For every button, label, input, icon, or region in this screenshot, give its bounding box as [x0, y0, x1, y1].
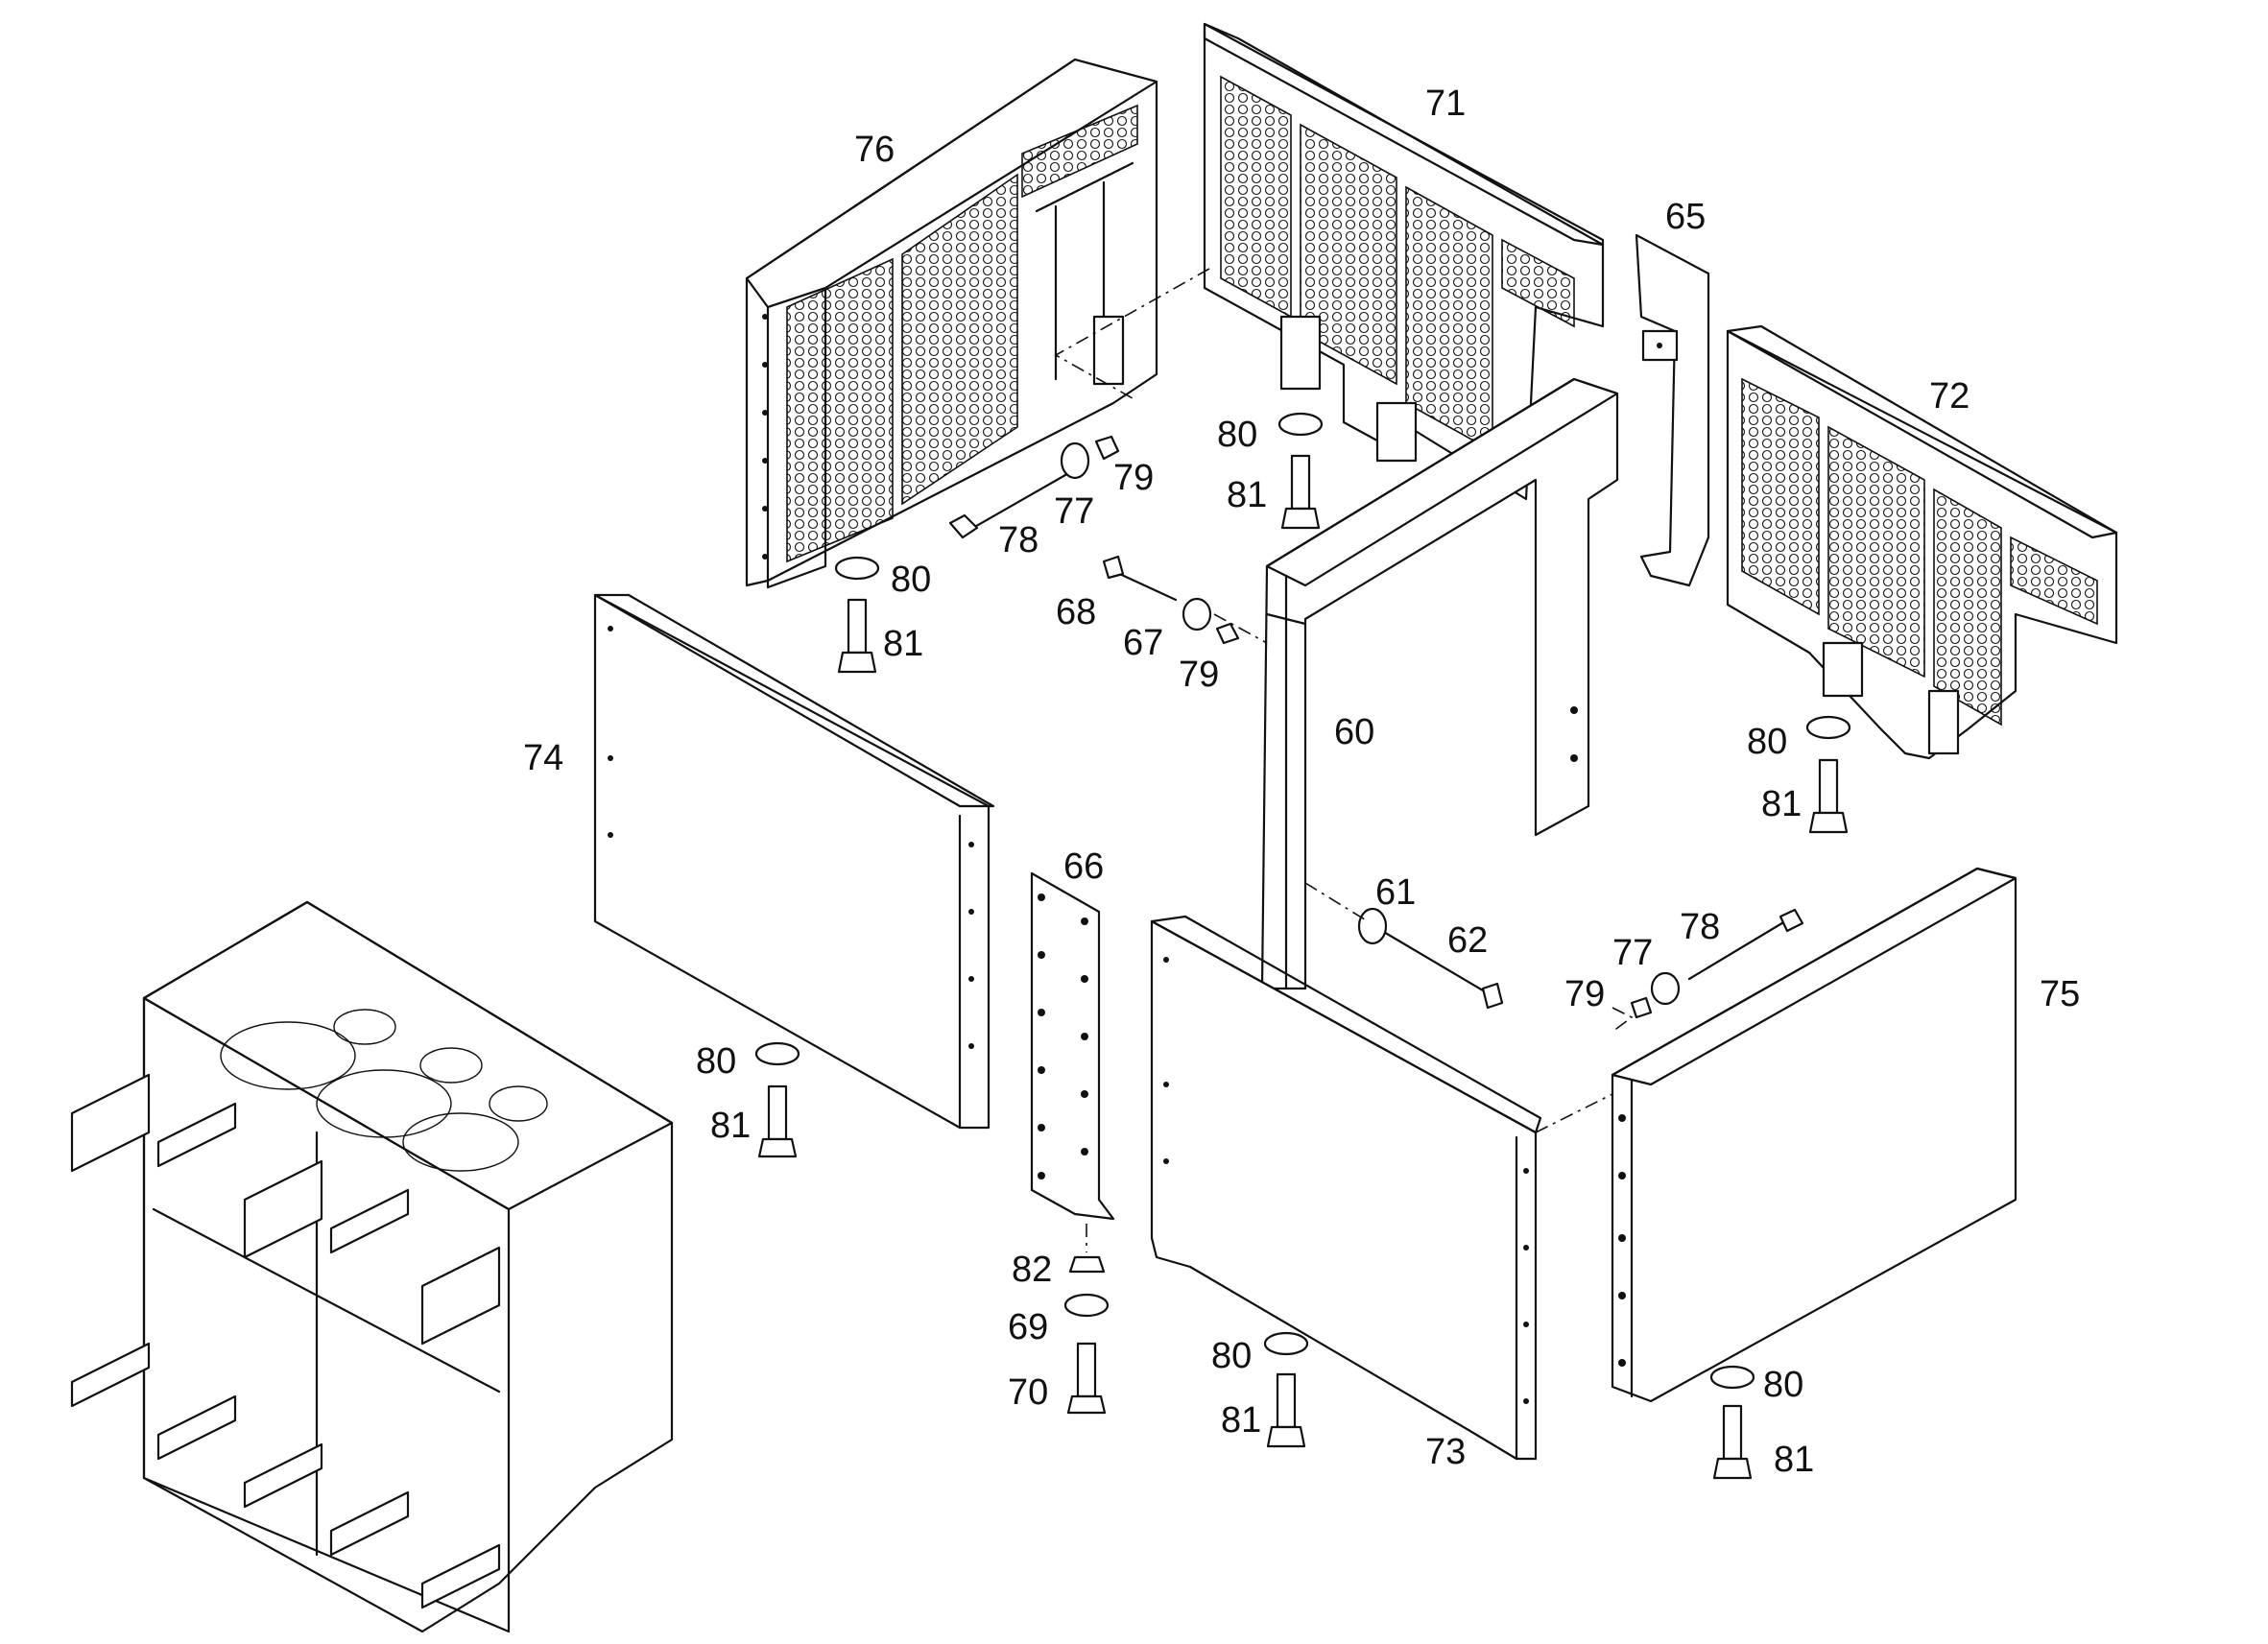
callout-78: 78: [1680, 907, 1720, 947]
callout-81: 81: [1227, 475, 1267, 515]
washer-bolt-stack-1: [834, 556, 880, 674]
washer-bolt-stack-5: [1263, 1331, 1309, 1448]
callout-71: 71: [1425, 83, 1466, 124]
callout-80: 80: [1763, 1365, 1803, 1405]
callout-80: 80: [1217, 415, 1257, 455]
callout-67: 67: [1123, 623, 1163, 663]
washer-bolt-stack-2: [1277, 412, 1324, 530]
part-76-perforated-frame: [745, 58, 1158, 589]
part-75-side-panel: [1611, 867, 2017, 1403]
callout-82: 82: [1012, 1250, 1052, 1290]
callout-79: 79: [1564, 974, 1605, 1014]
washer-bolt-stack-6: [1709, 1365, 1755, 1480]
part-65-bracket-plate: [1635, 233, 1710, 587]
callout-80: 80: [1211, 1336, 1252, 1376]
part-74-side-panel: [593, 593, 995, 1130]
callout-77: 77: [1054, 491, 1094, 532]
callout-labels: 76 71 65 72 80 81 79 77 78 80 81 68 67 7…: [523, 83, 2080, 1480]
part-71-perforated-frame: [1203, 22, 1605, 501]
callout-60: 60: [1334, 712, 1374, 752]
part-73-front-panel: [1150, 915, 1542, 1461]
callout-72: 72: [1929, 376, 1970, 417]
callout-75: 75: [2040, 974, 2080, 1014]
callout-81: 81: [883, 624, 923, 664]
callout-73: 73: [1425, 1432, 1466, 1472]
callout-65: 65: [1665, 197, 1706, 237]
part-60-main-frame: [1260, 377, 1619, 990]
callout-80: 80: [1747, 722, 1787, 762]
callout-81: 81: [1221, 1400, 1261, 1441]
alignment-lines: [1054, 268, 1634, 1252]
callout-69: 69: [1008, 1307, 1048, 1347]
part-72-perforated-frame: [1726, 324, 2118, 760]
washer-bolt-stack-3: [1805, 715, 1851, 834]
callout-81: 81: [1761, 784, 1802, 824]
callout-80: 80: [696, 1041, 736, 1082]
callout-66: 66: [1063, 846, 1104, 887]
fasteners: [754, 412, 1851, 1480]
callout-70: 70: [1008, 1372, 1048, 1413]
callout-74: 74: [523, 738, 563, 778]
part-66-strip-plate: [1030, 871, 1115, 1221]
callout-68: 68: [1056, 592, 1096, 632]
callout-61: 61: [1375, 872, 1416, 913]
callout-77: 77: [1612, 933, 1653, 973]
nut-washer-bolt-stack: [1063, 1255, 1110, 1415]
callout-81: 81: [1774, 1440, 1814, 1480]
callout-62: 62: [1447, 920, 1488, 961]
callout-81: 81: [710, 1106, 751, 1146]
washer-bolt-stack-4: [754, 1041, 800, 1158]
callout-79: 79: [1113, 458, 1154, 498]
callout-80: 80: [891, 560, 931, 600]
callout-78: 78: [998, 520, 1039, 560]
callout-79: 79: [1179, 655, 1219, 695]
base-cabinet-assembly: [70, 900, 674, 1633]
callout-76: 76: [854, 130, 895, 170]
